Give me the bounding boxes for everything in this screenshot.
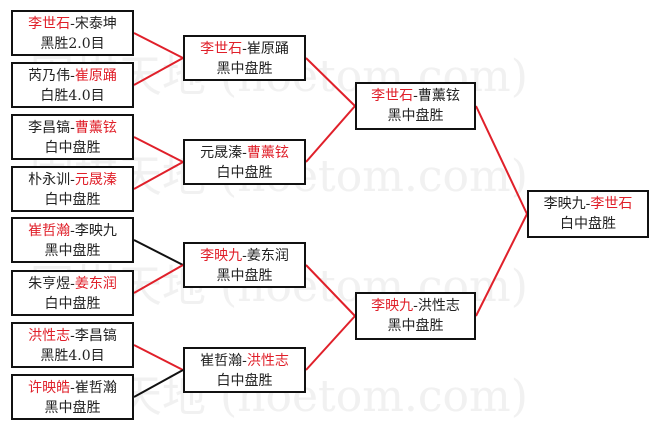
match-result: 白胜4.0目 <box>40 88 105 104</box>
match-box: 元晟溱-曹薰铉白中盘胜 <box>183 139 306 185</box>
player-1: 许映皓 <box>28 380 71 396</box>
player-2: 李昌镐 <box>74 328 117 344</box>
player-2: 姜东润 <box>246 248 289 264</box>
bracket-connector <box>133 344 184 371</box>
match-box: 李映九-洪性志黑中盘胜 <box>355 292 476 340</box>
bracket-connector <box>475 213 528 317</box>
bracket-connector <box>133 239 184 266</box>
bracket-connector <box>133 264 184 294</box>
separator: - <box>585 196 591 212</box>
bracket-connector <box>133 32 184 59</box>
player-1: 朱亨煜 <box>28 276 71 292</box>
separator: - <box>70 380 75 396</box>
player-2: 崔哲瀚 <box>74 380 117 396</box>
match-box: 李世石-宋泰坤黑胜2.0目 <box>11 10 134 56</box>
match-box: 崔哲瀚-李映九黑中盘胜 <box>11 217 134 263</box>
match-result: 白中盘胜 <box>560 216 616 232</box>
match-result: 白中盘胜 <box>216 373 273 389</box>
match-result: 白中盘胜 <box>216 165 273 181</box>
match-box: 李昌镐-曹薰铉白中盘胜 <box>11 114 134 160</box>
player-2: 洪性志 <box>246 353 289 369</box>
player-1: 李映九 <box>543 196 586 212</box>
match-box: 洪性志-李昌镐黑胜4.0目 <box>11 322 134 368</box>
player-2: 崔原踊 <box>246 41 289 57</box>
separator: - <box>70 172 75 188</box>
player-1: 芮乃伟 <box>28 68 71 84</box>
player-1: 崔哲瀚 <box>28 223 71 239</box>
bracket-connector <box>305 105 356 163</box>
player-2: 姜东润 <box>74 276 117 292</box>
match-result: 黑胜2.0目 <box>40 36 105 52</box>
player-1: 李昌镐 <box>28 120 71 136</box>
player-1: 崔哲瀚 <box>200 353 243 369</box>
player-2: 曹薰铉 <box>417 88 460 104</box>
match-result: 白中盘胜 <box>44 192 101 208</box>
player-1: 李映九 <box>200 248 243 264</box>
player-2: 李世石 <box>590 196 633 212</box>
match-result: 黑中盘胜 <box>216 268 273 284</box>
player-1: 元晟溱 <box>200 145 243 161</box>
bracket-connector <box>475 105 528 215</box>
bracket-connector <box>133 136 184 163</box>
separator: - <box>242 248 247 264</box>
player-2: 曹薰铉 <box>246 145 289 161</box>
match-box: 芮乃伟-崔原踊白胜4.0目 <box>11 62 134 108</box>
player-1: 朴永训 <box>28 172 71 188</box>
player-1: 李映九 <box>371 298 414 314</box>
separator: - <box>70 16 75 32</box>
match-result: 黑中盘胜 <box>387 318 444 334</box>
player-1: 李世石 <box>200 41 243 57</box>
separator: - <box>242 145 247 161</box>
match-box: 崔哲瀚-洪性志白中盘胜 <box>183 347 306 393</box>
separator: - <box>413 298 418 314</box>
separator: - <box>70 328 75 344</box>
bracket-connector <box>133 161 184 190</box>
bracket-connector <box>305 264 356 317</box>
separator: - <box>242 353 247 369</box>
player-2: 宋泰坤 <box>74 16 117 32</box>
match-box: 朱亨煜-姜东润白中盘胜 <box>11 270 134 316</box>
match-box: 朴永训-元晟溱白中盘胜 <box>11 166 134 212</box>
final-match-box: 李映九-李世石白中盘胜 <box>527 190 649 238</box>
player-2: 洪性志 <box>417 298 460 314</box>
player-2: 曹薰铉 <box>74 120 117 136</box>
player-2: 崔原踊 <box>74 68 117 84</box>
separator: - <box>413 88 418 104</box>
match-result: 黑中盘胜 <box>44 400 101 416</box>
match-box: 李世石-曹薰铉黑中盘胜 <box>355 82 476 130</box>
player-1: 李世石 <box>371 88 414 104</box>
separator: - <box>242 41 247 57</box>
player-1: 洪性志 <box>28 328 71 344</box>
match-result: 黑中盘胜 <box>216 61 273 77</box>
match-box: 李映九-姜东润黑中盘胜 <box>183 242 306 288</box>
player-2: 元晟溱 <box>74 172 117 188</box>
match-result: 黑中盘胜 <box>387 108 444 124</box>
player-1: 李世石 <box>28 16 71 32</box>
bracket-connector <box>133 57 184 86</box>
separator: - <box>70 276 75 292</box>
match-box: 李世石-崔原踊黑中盘胜 <box>183 35 306 81</box>
player-2: 李映九 <box>74 223 117 239</box>
match-result: 白中盘胜 <box>44 296 101 312</box>
match-result: 黑胜4.0目 <box>40 348 105 364</box>
separator: - <box>70 223 75 239</box>
bracket-connector <box>305 315 356 371</box>
bracket-connector <box>133 369 184 398</box>
match-box: 许映皓-崔哲瀚黑中盘胜 <box>11 374 134 420</box>
match-result: 白中盘胜 <box>44 140 101 156</box>
match-result: 黑中盘胜 <box>44 243 101 259</box>
separator: - <box>70 68 75 84</box>
bracket-connector <box>305 57 356 107</box>
separator: - <box>70 120 75 136</box>
